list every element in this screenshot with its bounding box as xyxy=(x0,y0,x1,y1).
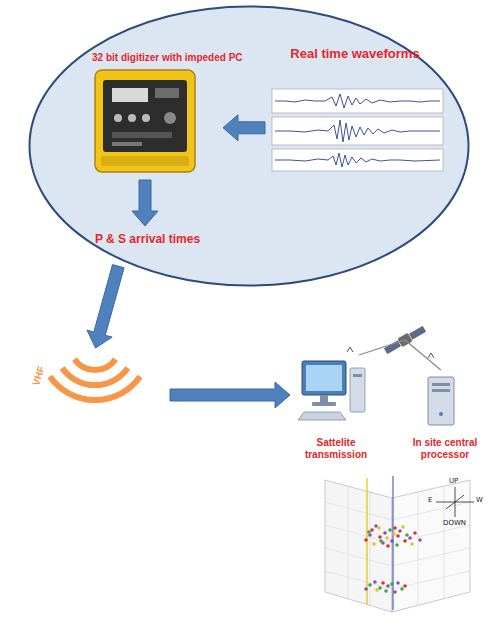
radio-wave-arc xyxy=(62,368,128,385)
scatter-plot-3d xyxy=(325,476,474,612)
computer-icon xyxy=(298,361,365,420)
waveform-trace xyxy=(275,153,440,167)
drive-bay xyxy=(353,374,362,377)
node-label: VHF xyxy=(30,365,48,388)
event-dots xyxy=(367,528,409,593)
server-icon xyxy=(428,377,454,425)
monitor-screen xyxy=(306,365,342,391)
node-label: Sattelite transmission xyxy=(295,437,377,461)
grid-line xyxy=(325,548,470,566)
axis-label: W xyxy=(476,496,483,504)
node-label: P & S arrival times xyxy=(80,232,215,246)
pc-tower xyxy=(350,368,365,412)
digitizer-latch-bar xyxy=(101,156,189,166)
digitizer-label-plate xyxy=(155,88,179,98)
compass-axis xyxy=(446,495,464,509)
digitizer-node: 32 bit digitizer with impeded PC xyxy=(70,38,220,180)
digitizer-display xyxy=(112,88,148,102)
vhf-symbol xyxy=(50,359,140,400)
grid-line xyxy=(444,486,445,599)
digitizer-connector xyxy=(142,114,150,122)
block-arrow-shape xyxy=(170,382,290,408)
satellite-icon xyxy=(383,325,426,356)
power-led xyxy=(439,412,443,416)
digitizer-photo xyxy=(95,70,195,172)
link-line xyxy=(359,340,441,370)
node-label: Real time waveforms xyxy=(265,46,445,62)
waveform-frame xyxy=(272,89,443,113)
waveform-frame xyxy=(272,149,443,171)
signal-chevron xyxy=(428,353,434,358)
digitizer-case xyxy=(95,70,195,172)
waveform-trace xyxy=(275,94,440,108)
waveform-trace xyxy=(275,120,440,142)
radio-wave-arc xyxy=(50,377,140,401)
vhf-node: VHF xyxy=(25,350,165,425)
axis-label: DOWN xyxy=(443,519,466,527)
block-arrow xyxy=(87,265,124,349)
signal-chevron xyxy=(347,347,353,352)
system-ellipse: 32 bit digitizer with impeded PC Real tim… xyxy=(28,5,470,287)
arrival-times-node: P & S arrival times xyxy=(80,228,215,252)
waveform-frame xyxy=(272,117,443,145)
block-arrow-shape xyxy=(87,265,124,349)
digitizer-connector xyxy=(128,114,136,122)
event-dots xyxy=(364,526,417,588)
satellite-body xyxy=(397,333,412,348)
radio-wave-arc xyxy=(75,359,116,370)
digitizer-slot xyxy=(112,132,172,138)
grid-line xyxy=(325,571,470,589)
keyboard xyxy=(298,412,346,420)
monitor-stand xyxy=(320,395,328,402)
borehole-line xyxy=(392,476,393,610)
event-dots xyxy=(372,525,414,592)
plot-wall xyxy=(325,480,392,612)
block-arrow xyxy=(170,382,290,408)
block-arrow-shape xyxy=(132,180,158,226)
grid-line xyxy=(325,502,470,520)
node-label: 32 bit digitizer with impeded PC xyxy=(92,52,243,64)
compass-axis xyxy=(455,487,456,517)
digitizer-knob xyxy=(164,112,176,124)
ellipse-shape xyxy=(30,7,469,286)
drive-bay xyxy=(432,389,450,392)
drive-bay xyxy=(432,383,450,386)
borehole-line xyxy=(366,478,367,604)
axis-label: E xyxy=(428,496,432,504)
block-arrow-shape xyxy=(223,115,265,141)
digitizer-panel xyxy=(103,80,187,152)
block-arrow xyxy=(223,115,265,141)
block-arrow xyxy=(132,180,158,226)
computer-node: Sattelite transmission xyxy=(295,355,377,465)
node-label: In site central processor xyxy=(403,437,487,461)
plot-wall xyxy=(392,480,470,612)
compass-axis xyxy=(436,502,474,503)
waveform-panel xyxy=(272,89,443,171)
grid-line xyxy=(370,492,371,605)
solar-panel xyxy=(410,326,426,339)
monitor-base xyxy=(312,402,336,406)
monitor xyxy=(302,361,346,395)
server-tower xyxy=(428,377,454,425)
digitizer-slot xyxy=(112,142,142,146)
solar-panel xyxy=(384,341,400,354)
waveform-node: Real time waveforms xyxy=(265,40,445,175)
grid-line xyxy=(325,525,470,543)
server-node: In site central processor xyxy=(403,370,487,465)
link-path xyxy=(359,340,441,370)
grid-line xyxy=(348,486,349,599)
event-dots xyxy=(364,524,422,594)
digitizer-connector xyxy=(114,114,122,122)
axis-label: UP xyxy=(449,477,458,485)
grid-line xyxy=(418,492,419,605)
